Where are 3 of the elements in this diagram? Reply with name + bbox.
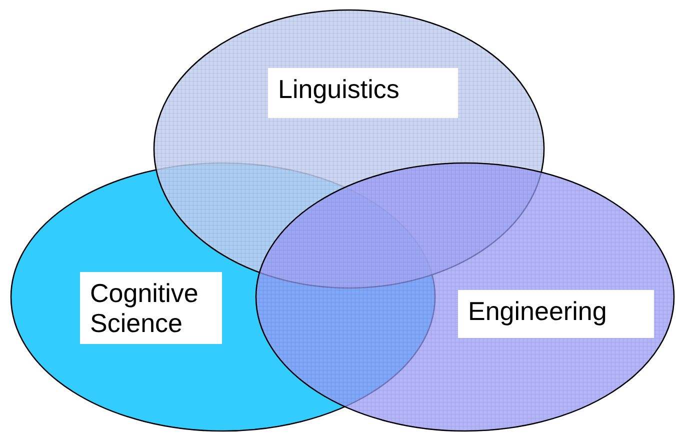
set-label: Cognitive Science xyxy=(80,272,222,344)
set-label: Linguistics xyxy=(268,68,458,118)
set-label: Engineering xyxy=(458,290,654,338)
